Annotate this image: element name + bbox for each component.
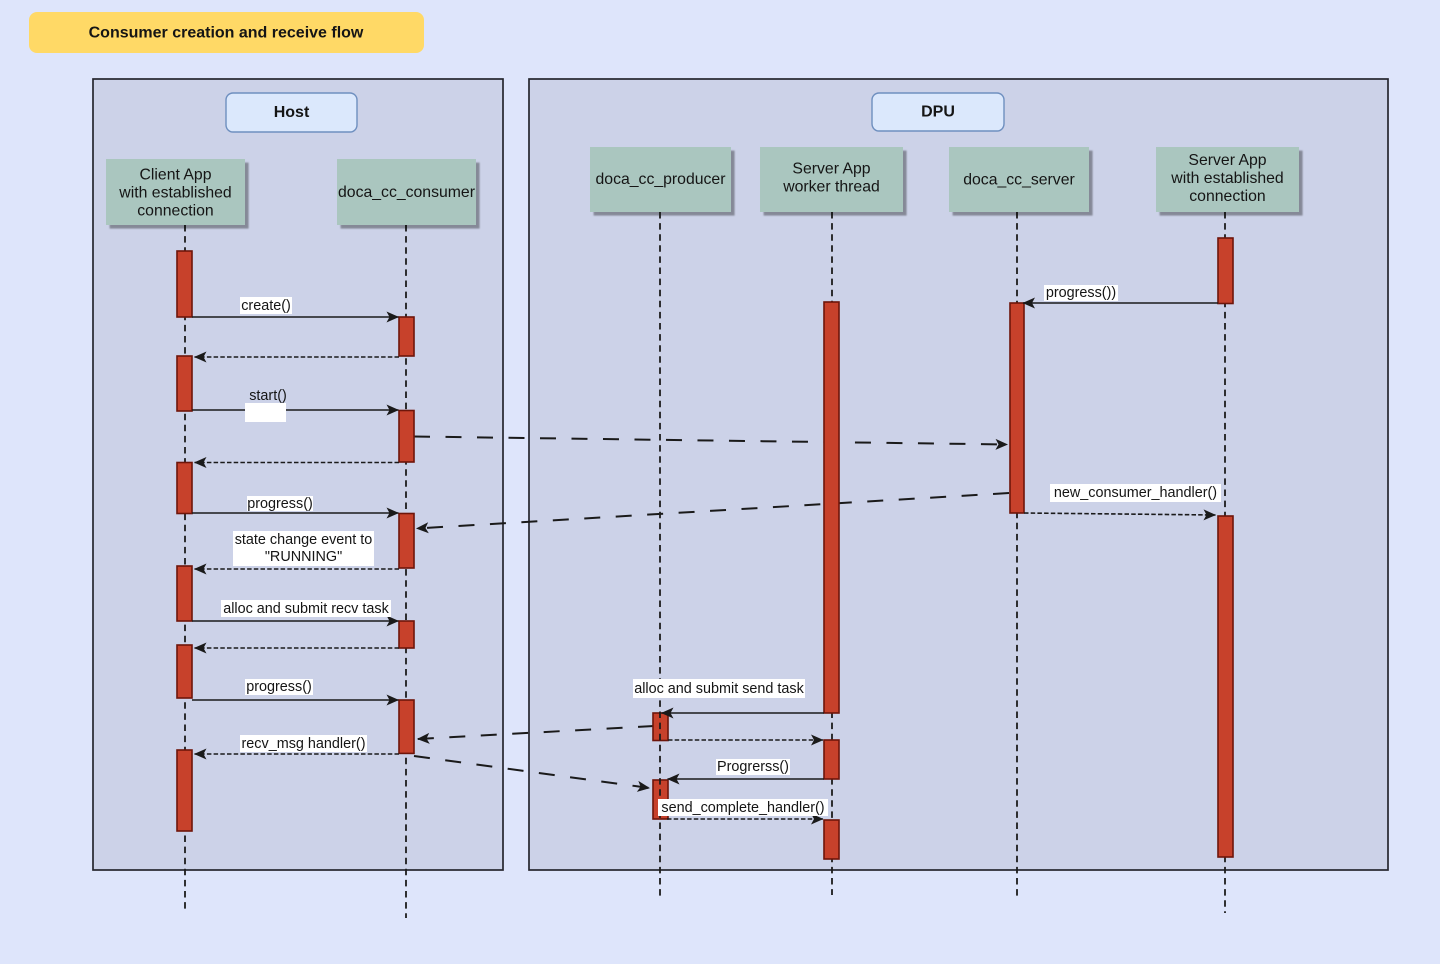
- svg-text:Server App: Server App: [792, 161, 870, 178]
- svg-text:alloc and submit recv task: alloc and submit recv task: [223, 601, 389, 617]
- svg-text:"RUNNING": "RUNNING": [265, 549, 342, 565]
- svg-text:worker thread: worker thread: [782, 179, 880, 196]
- svg-text:doca_cc_consumer: doca_cc_consumer: [338, 184, 475, 201]
- svg-text:progress(): progress(): [246, 679, 312, 695]
- svg-text:doca_cc_producer: doca_cc_producer: [596, 171, 726, 188]
- svg-text:connection: connection: [137, 203, 213, 220]
- svg-text:Progrerss(): Progrerss(): [717, 759, 789, 775]
- svg-text:send_complete_handler(): send_complete_handler(): [661, 800, 824, 816]
- svg-text:connection: connection: [1189, 188, 1265, 205]
- svg-text:Client App: Client App: [139, 167, 211, 184]
- svg-text:alloc and submit send task: alloc and submit send task: [634, 681, 804, 697]
- svg-text:state change event to: state change event to: [235, 532, 373, 548]
- svg-text:new_consumer_handler(): new_consumer_handler(): [1054, 485, 1217, 501]
- svg-text:Server App: Server App: [1188, 152, 1266, 169]
- svg-text:start(): start(): [249, 388, 287, 404]
- svg-text:with established: with established: [1170, 170, 1283, 187]
- svg-text:Consumer creation and receive: Consumer creation and receive flow: [89, 25, 364, 42]
- svg-text:create(): create(): [241, 298, 291, 314]
- svg-text:progress()): progress()): [1046, 285, 1116, 301]
- svg-text:doca_cc_server: doca_cc_server: [963, 172, 1075, 189]
- svg-text:progress(): progress(): [247, 496, 313, 512]
- svg-text:Host: Host: [274, 104, 310, 121]
- svg-text:recv_msg handler(): recv_msg handler(): [242, 736, 366, 752]
- svg-text:with established: with established: [118, 185, 231, 202]
- svg-text:DPU: DPU: [921, 104, 955, 121]
